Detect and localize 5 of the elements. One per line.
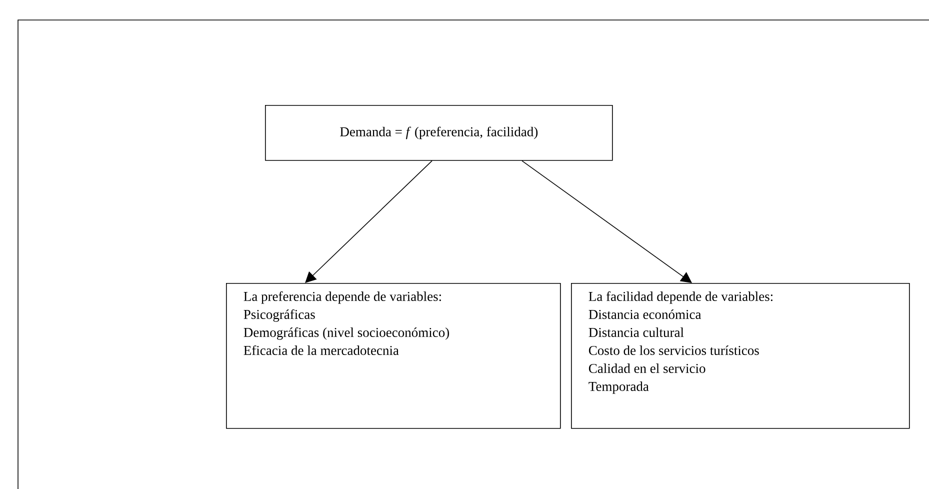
arrow [305, 160, 432, 283]
arrow [522, 160, 692, 283]
formula-box: Demanda = f (preferencia, facilidad) [265, 105, 613, 161]
text-box: La facilidad depende de variables: Distancia económica Distancia cultural Costo de los servicios turísticos Calidad en el servicio Temporada [571, 282, 910, 429]
text-box: La preferencia depende de variables: Psicográficas Demográficas (nivel socioeconómico) Eficacia de la mercadotecnia [226, 282, 561, 429]
